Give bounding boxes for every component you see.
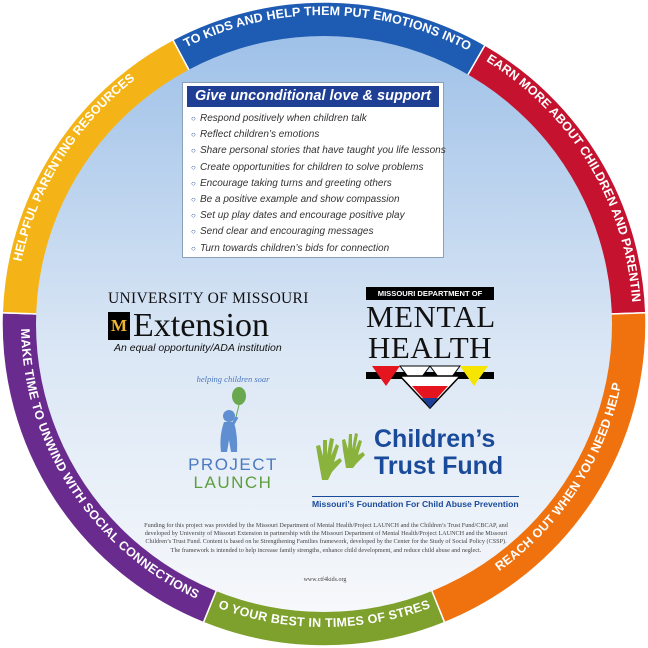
bullet-icon: ○ [191,194,196,204]
mu-shield-icon: M [108,312,130,340]
support-title: Give unconditional love & support [187,86,439,107]
bullet-icon: ○ [191,162,196,172]
bullet-icon: ○ [191,130,196,140]
center-disc [36,36,612,612]
dmh-bar: MISSOURI DEPARTMENT OF [366,287,494,300]
bullet-icon: ○ [191,211,196,221]
ctf-line2: Trust Fund [374,452,504,480]
dmh-diamond-icon [366,365,494,410]
list-item: ○Share personal stories that have taught… [191,143,446,159]
dmh-line2: HEALTH [367,330,493,365]
launch-tagline: helping children soar [196,374,270,384]
mu-tagline: An equal opportunity/ADA institution [114,342,282,354]
list-item: ○Turn towards children’s bids for connec… [191,241,439,257]
handprints-icon [316,433,365,480]
list-item: ○Create opportunities for children to so… [191,160,439,176]
list-item: ○Encourage taking turns and greeting oth… [191,176,439,192]
mu-name: UNIVERSITY OF MISSOURI [108,290,309,307]
list-item: ○Respond positively when children talk [191,111,439,127]
launch-word2: LAUNCH [193,473,273,492]
funding-text: Funding for this project was provided by… [144,522,508,554]
list-item: ○Reflect children’s emotions [191,127,439,143]
project-launch-logo: helping children soar PROJECT LAUNCH [178,374,288,492]
bullet-icon: ○ [191,178,196,188]
support-box: Give unconditional love & support ○Respo… [182,82,446,258]
mu-extension-logo: UNIVERSITY OF MISSOURI M Extension An eq… [108,290,338,354]
ctf-line1: Children’s [374,425,496,453]
bullet-icon: ○ [191,114,196,123]
list-item: ○Send clear and encouraging messages [191,224,439,240]
support-list: ○Respond positively when children talk ○… [187,111,446,257]
dmh-logo: MISSOURI DEPARTMENT OF MENTAL HEALTH [366,287,496,414]
ctf-foundation: Missouri’s Foundation For Child Abuse Pr… [312,496,519,509]
child-balloon-icon [220,387,246,452]
website-link[interactable]: www.ctf4kids.org [303,577,347,583]
launch-word1: PROJECT [188,455,278,474]
bullet-icon: ○ [191,243,196,253]
list-item: ○Be a positive example and show compassi… [191,192,439,208]
mu-extension-word: Extension [133,307,269,344]
list-item: ○Set up play dates and encourage positiv… [191,208,439,224]
bullet-icon: ○ [191,227,196,237]
dmh-line1: MENTAL [366,299,496,334]
bullet-icon: ○ [191,146,196,156]
